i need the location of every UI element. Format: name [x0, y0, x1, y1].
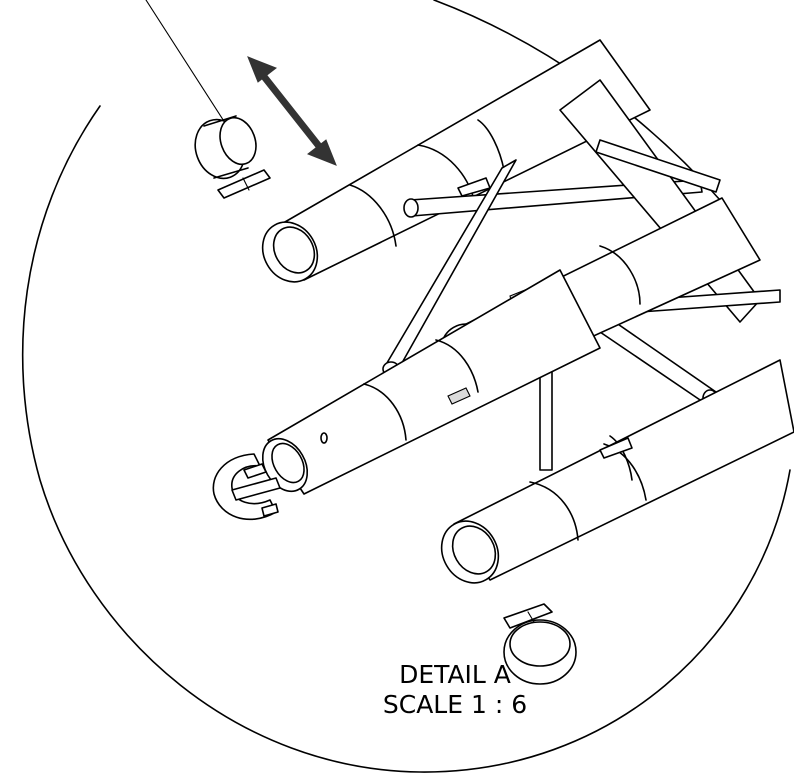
detail-title: DETAIL A [399, 660, 511, 689]
top-chord-tube [261, 39, 651, 283]
clamp-bottom [503, 603, 577, 685]
bottom-chord-tube [440, 359, 794, 584]
detail-scale: SCALE 1 : 6 [382, 690, 528, 719]
double-arrow [247, 56, 337, 166]
leader-line [145, 0, 239, 144]
detail-circle [21, 105, 791, 773]
clamp-top-left [194, 115, 271, 199]
clamp-bottom-left [212, 453, 281, 521]
